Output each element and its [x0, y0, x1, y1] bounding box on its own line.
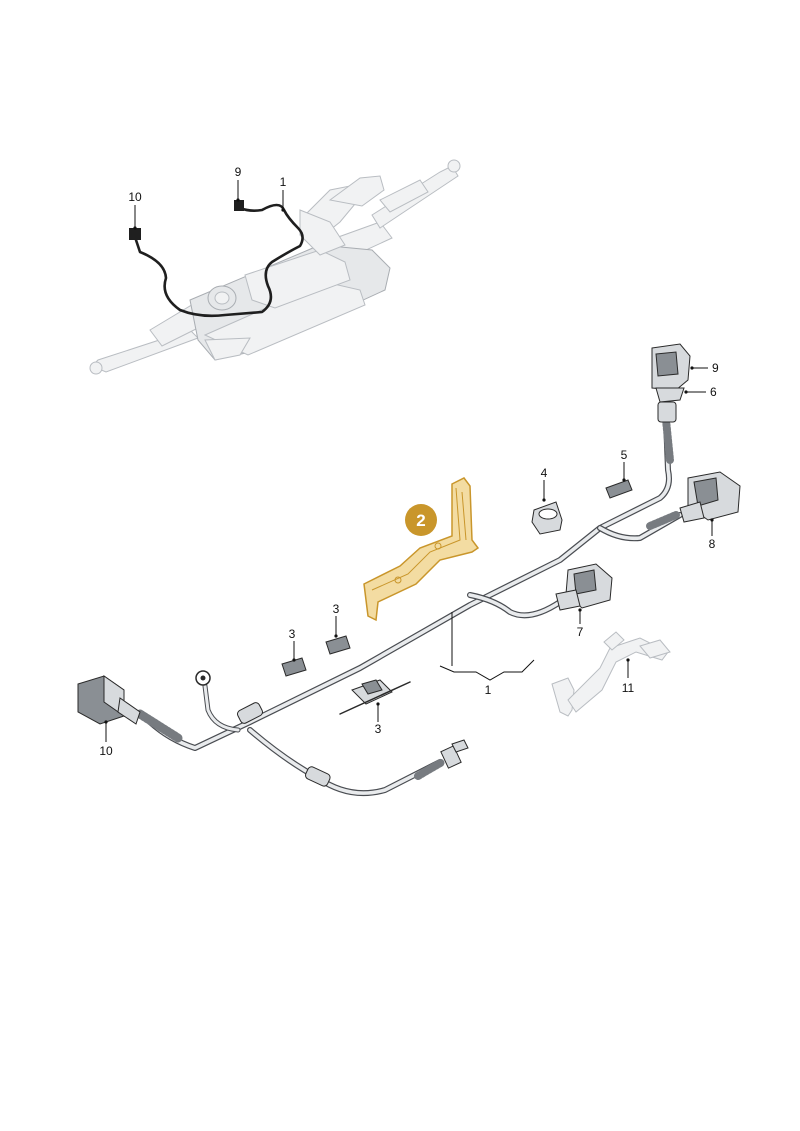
- callout-3a: 3: [289, 627, 296, 641]
- ring-terminal: [195, 670, 211, 686]
- callout-4: 4: [541, 466, 548, 480]
- connector-10: 10: [77, 675, 141, 758]
- callout-9: 9: [712, 361, 719, 375]
- callout-3b: 3: [333, 602, 340, 616]
- grommet-clip-4: 4: [531, 466, 563, 535]
- overview-connector-9: [234, 200, 244, 211]
- main-harness: [135, 416, 683, 797]
- overview-harness: 10 9 1: [128, 165, 304, 318]
- callout-3c: 3: [375, 722, 382, 736]
- callout-8: 8: [709, 537, 716, 551]
- overview-connector-10: [129, 228, 141, 240]
- overview-callout-1: 1: [280, 175, 287, 189]
- overview-callout-10: 10: [128, 190, 142, 204]
- clip-5: 5: [605, 448, 633, 499]
- callout-10: 10: [99, 744, 113, 758]
- callout-7: 7: [577, 625, 584, 639]
- connector-sleeve-6: 6: [657, 385, 717, 423]
- overview-callout-9: 9: [235, 165, 242, 179]
- bracket-11: 11: [551, 631, 671, 717]
- leader-arrowheads: [104, 198, 714, 724]
- callout-badge-2: [405, 504, 437, 536]
- overview-steering-rack: [89, 159, 461, 375]
- clip-3-middle: 3: [325, 602, 351, 655]
- ground-bolt: [440, 739, 469, 769]
- bracket-highlighted: 2: [363, 477, 480, 622]
- callout-11: 11: [622, 681, 635, 695]
- connector-9: 9: [651, 343, 719, 403]
- clip-3-bottom: 3: [339, 679, 411, 736]
- callout-2: 2: [416, 511, 425, 530]
- callout-5: 5: [621, 448, 628, 462]
- clip-3-left: 3: [281, 627, 307, 677]
- connector-7: 7: [555, 563, 613, 639]
- callout-6: 6: [710, 385, 717, 399]
- harness-callout: 1: [439, 612, 535, 697]
- callout-1: 1: [485, 683, 492, 697]
- connector-8: 8: [679, 471, 741, 551]
